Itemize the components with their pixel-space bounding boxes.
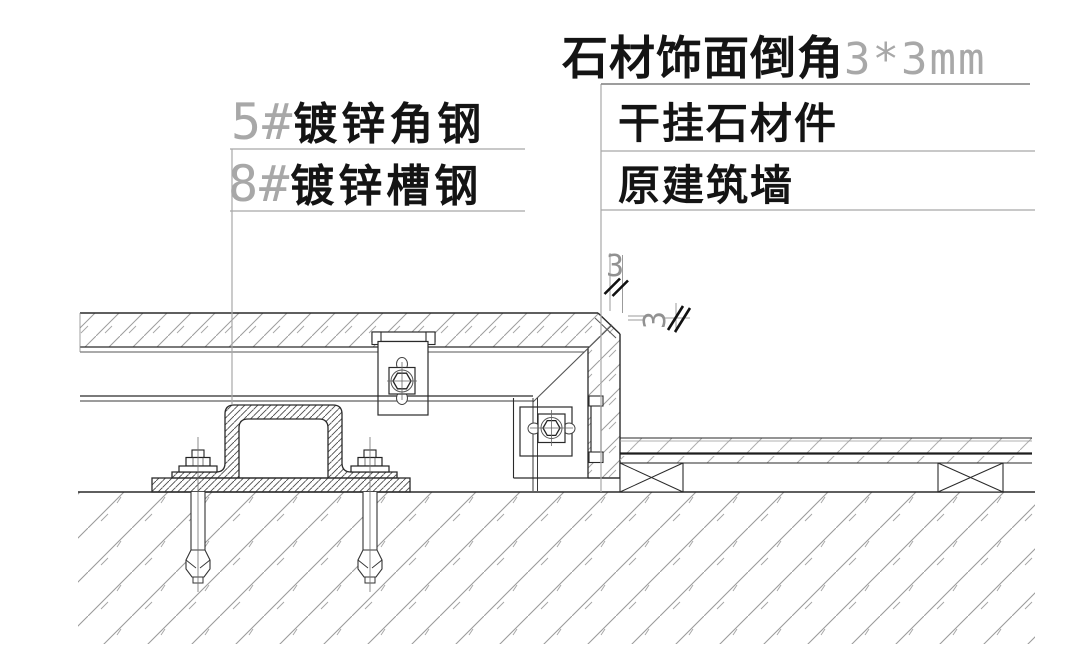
channel-steel-profile <box>171 404 398 479</box>
miter-joint-line <box>532 324 613 403</box>
callout-channel-steel: 8#镀锌槽钢 <box>228 159 482 209</box>
chamfer-inner-line <box>594 317 617 339</box>
bracket-top-bolt <box>387 357 417 405</box>
callout-stone-chamfer: 石材饰面倒角3*3mm <box>562 36 986 82</box>
expansion-anchor-bolt-left <box>178 437 218 592</box>
original-wall-label: 原建筑墙 <box>618 164 795 210</box>
angle-steel-bracket-corner <box>512 398 620 491</box>
callout-angle-steel: 5#镀锌角钢 <box>231 97 485 147</box>
stone-hanger-label: 干挂石材件 <box>618 102 839 148</box>
callout-stone-hanger: 干挂石材件 <box>618 104 838 146</box>
channel-steel-label: 镀锌槽钢 <box>290 162 483 211</box>
stone-panel <box>79 312 621 479</box>
channel-steel-prefix: 8# <box>228 155 291 213</box>
furring-lines <box>80 395 533 402</box>
dimension-text-chamfer-width: 3 <box>606 249 625 284</box>
floor-stone-assembly <box>619 437 1032 493</box>
stone-hanger-pin <box>588 395 604 464</box>
dimension-text-chamfer-height: 3 <box>638 310 673 330</box>
blocking-box <box>619 462 684 493</box>
chamfer-dimension-horizontal <box>628 303 692 333</box>
blocking-box <box>937 462 1004 493</box>
angle-steel-prefix: 5# <box>231 93 294 151</box>
callout-leader-lines <box>230 83 1035 492</box>
angle-steel-label: 镀锌角钢 <box>293 100 486 149</box>
callout-original-wall: 原建筑墙 <box>618 166 794 208</box>
steel-base-plate <box>151 477 411 493</box>
expansion-anchor-bolt-right <box>350 437 390 592</box>
chamfer-dimension-vertical <box>603 253 629 313</box>
chamfer-label: 石材饰面倒角 <box>562 33 844 84</box>
chamfer-spec: 3*3mm <box>844 34 987 85</box>
original-wall-concrete <box>78 491 1035 644</box>
